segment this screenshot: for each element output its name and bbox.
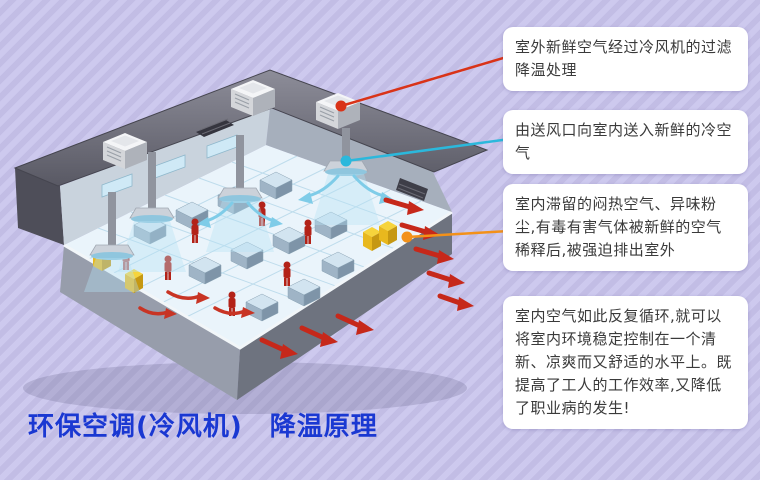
factory-floor xyxy=(64,145,452,348)
rooftop-cooler-unit xyxy=(103,133,147,169)
callout-text: 室内滞留的闷热空气、异味粉尘,有毒有害气体被新鲜的空气稀释后,被强迫排出室外 xyxy=(515,195,722,259)
page-title: 环保空调(冷风机) 降温原理 xyxy=(28,412,378,442)
callout-exhaust-air: 室内滞留的闷热空气、异味粉尘,有毒有害气体被新鲜的空气稀释后,被强迫排出室外 xyxy=(503,184,748,271)
callout-text: 室外新鲜空气经过冷风机的过滤降温处理 xyxy=(515,38,733,79)
left-outer-wall xyxy=(15,168,64,245)
callout-fresh-air-intake: 室外新鲜空气经过冷风机的过滤降温处理 xyxy=(503,27,748,91)
callout-cold-air-supply: 由送风口向室内送入新鲜的冷空气 xyxy=(503,110,748,174)
roof-louver-panel xyxy=(196,118,234,137)
indoor-air-circulation-arrows xyxy=(138,290,255,319)
callout-text: 由送风口向室内送入新鲜的冷空气 xyxy=(515,121,733,162)
rooftop-cooler-unit xyxy=(231,80,275,116)
right-wall-louver xyxy=(396,178,428,201)
callout-text: 室内空气如此反复循环,就可以将室内环境稳定控制在一个清新、凉爽而又舒适的水平上。… xyxy=(515,307,733,417)
supply-air-arrows xyxy=(197,174,394,228)
callout-circulation-benefit: 室内空气如此反复循环,就可以将室内环境稳定控制在一个清新、凉爽而又舒适的水平上。… xyxy=(503,296,748,429)
floor-front-edge xyxy=(63,210,453,350)
factory-cutaway-illustration xyxy=(13,69,489,414)
front-left-lower-wall xyxy=(60,245,240,400)
workshop-machines xyxy=(133,171,355,322)
